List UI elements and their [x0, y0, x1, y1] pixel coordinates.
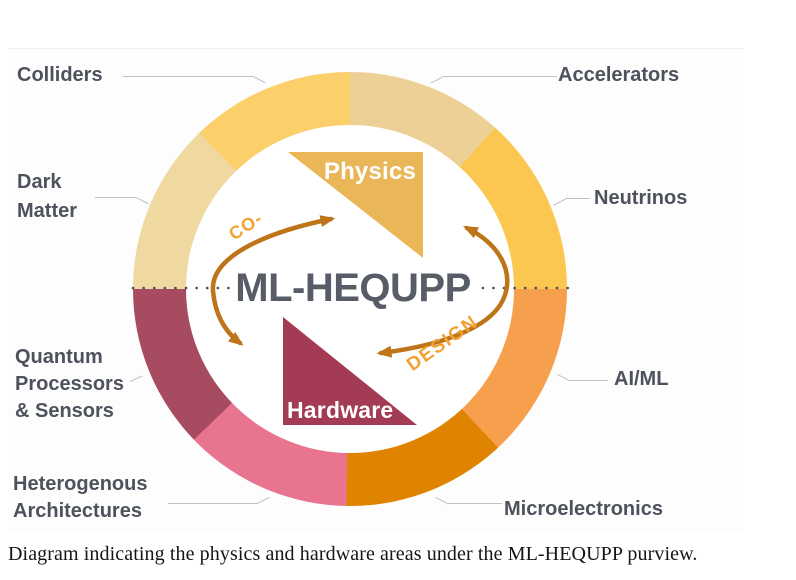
label-microelectronics: Microelectronics [504, 498, 663, 520]
label-quantum-processors-sensors: Quantum Processors & Sensors [15, 346, 124, 422]
label-accelerators: Accelerators [558, 64, 680, 86]
physics-triangle-label: Physics [323, 158, 416, 185]
leader-line-accelerators [443, 76, 557, 78]
leader-line-colliders [123, 76, 253, 78]
label-heterogenous-architectures: Heterogenous Architectures [13, 473, 148, 522]
label-neutrinos: Neutrinos [594, 187, 688, 209]
label-ai-ml: AI/ML [614, 368, 669, 390]
label-colliders: Colliders [17, 64, 103, 86]
figure-caption: Diagram indicating the physics and hardw… [8, 543, 698, 565]
leader-line-microelectronics [448, 503, 502, 505]
label-dark-matter: Dark Matter [17, 171, 78, 222]
leader-line-heterogenous [168, 503, 257, 505]
leader-line-neutrinos [566, 198, 590, 200]
leader-line-ai-ml [570, 380, 608, 382]
center-title: ML-HEQUPP [231, 264, 475, 312]
leader-line-dark-matter [95, 197, 136, 199]
hardware-triangle-label: Hardware [287, 397, 394, 423]
